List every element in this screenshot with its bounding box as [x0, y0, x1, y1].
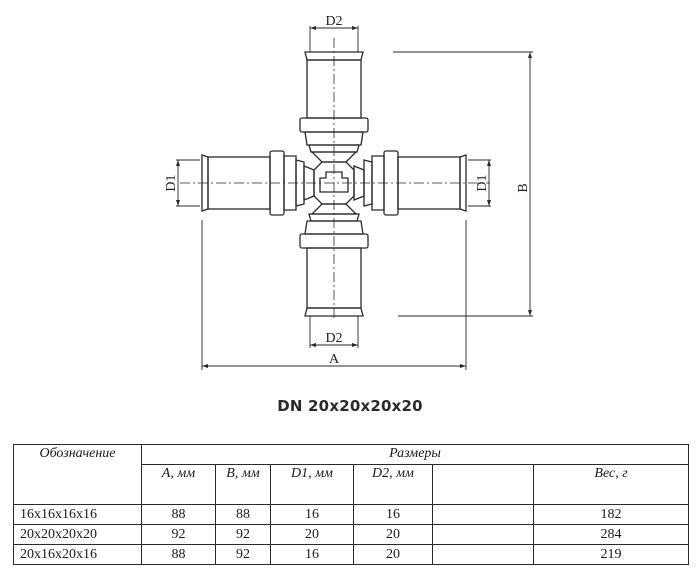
table-row: 20x20x20x20 92 92 20 20 284: [13, 524, 690, 545]
header-d2: D2, мм: [353, 464, 433, 505]
table-row: 20x16x20x16 88 92 16 20 219: [13, 544, 690, 565]
center-lines: [180, 38, 490, 318]
model-caption: DN 20x20x20x20: [277, 397, 423, 415]
cross-fitting-drawing: D2 D2 A D1 D1 B: [164, 14, 533, 370]
cell-d1: 16: [270, 504, 354, 525]
cell-a: 92: [141, 524, 216, 545]
cell-b: 92: [215, 524, 271, 545]
cell-d2: 20: [353, 544, 433, 565]
cell-designation: 16x16x16x16: [13, 504, 142, 525]
cell-weight: 182: [532, 504, 690, 525]
cell-designation: 20x20x20x20: [13, 524, 142, 545]
top-branch: [299, 51, 369, 163]
cell-d2: 16: [353, 504, 433, 525]
header-b: B, мм: [215, 464, 271, 505]
label-d2-bottom: D2: [325, 331, 342, 346]
header-a: A, мм: [141, 464, 216, 505]
arrowheads: [176, 26, 532, 368]
label-d1-right: D1: [475, 174, 490, 191]
header-row-group: Обозначение Размеры: [13, 444, 690, 505]
header-blank: [432, 464, 534, 505]
label-d2-top: D2: [325, 14, 342, 29]
cell-blank: [432, 524, 534, 545]
cell-blank: [432, 544, 534, 565]
cell-d1: 20: [270, 524, 354, 545]
header-weight: Вес, г: [532, 464, 690, 505]
cell-blank: [432, 504, 534, 525]
right-branch: [353, 150, 467, 216]
center-body: [313, 161, 355, 205]
cell-b: 88: [215, 504, 271, 525]
header-dimensions-group: Размеры: [140, 444, 690, 465]
label-d1-left: D1: [164, 174, 179, 191]
cell-a: 88: [141, 504, 216, 525]
label-a: A: [329, 352, 340, 367]
table-row: 16x16x16x16 88 88 16 16 182: [13, 504, 690, 525]
bottom-branch: [299, 203, 369, 317]
header-d1: D1, мм: [270, 464, 354, 505]
header-designation: Обозначение: [13, 444, 142, 505]
label-b: B: [516, 183, 531, 192]
cell-weight: 219: [532, 544, 690, 565]
dimension-lines: [176, 26, 533, 370]
cell-b: 92: [215, 544, 271, 565]
cell-a: 88: [141, 544, 216, 565]
cell-weight: 284: [532, 524, 690, 545]
cell-designation: 20x16x20x16: [13, 544, 142, 565]
cell-d2: 20: [353, 524, 433, 545]
cell-d1: 16: [270, 544, 354, 565]
dimensions-table: Обозначение Размеры A, мм B, мм D1, мм D…: [13, 444, 690, 565]
